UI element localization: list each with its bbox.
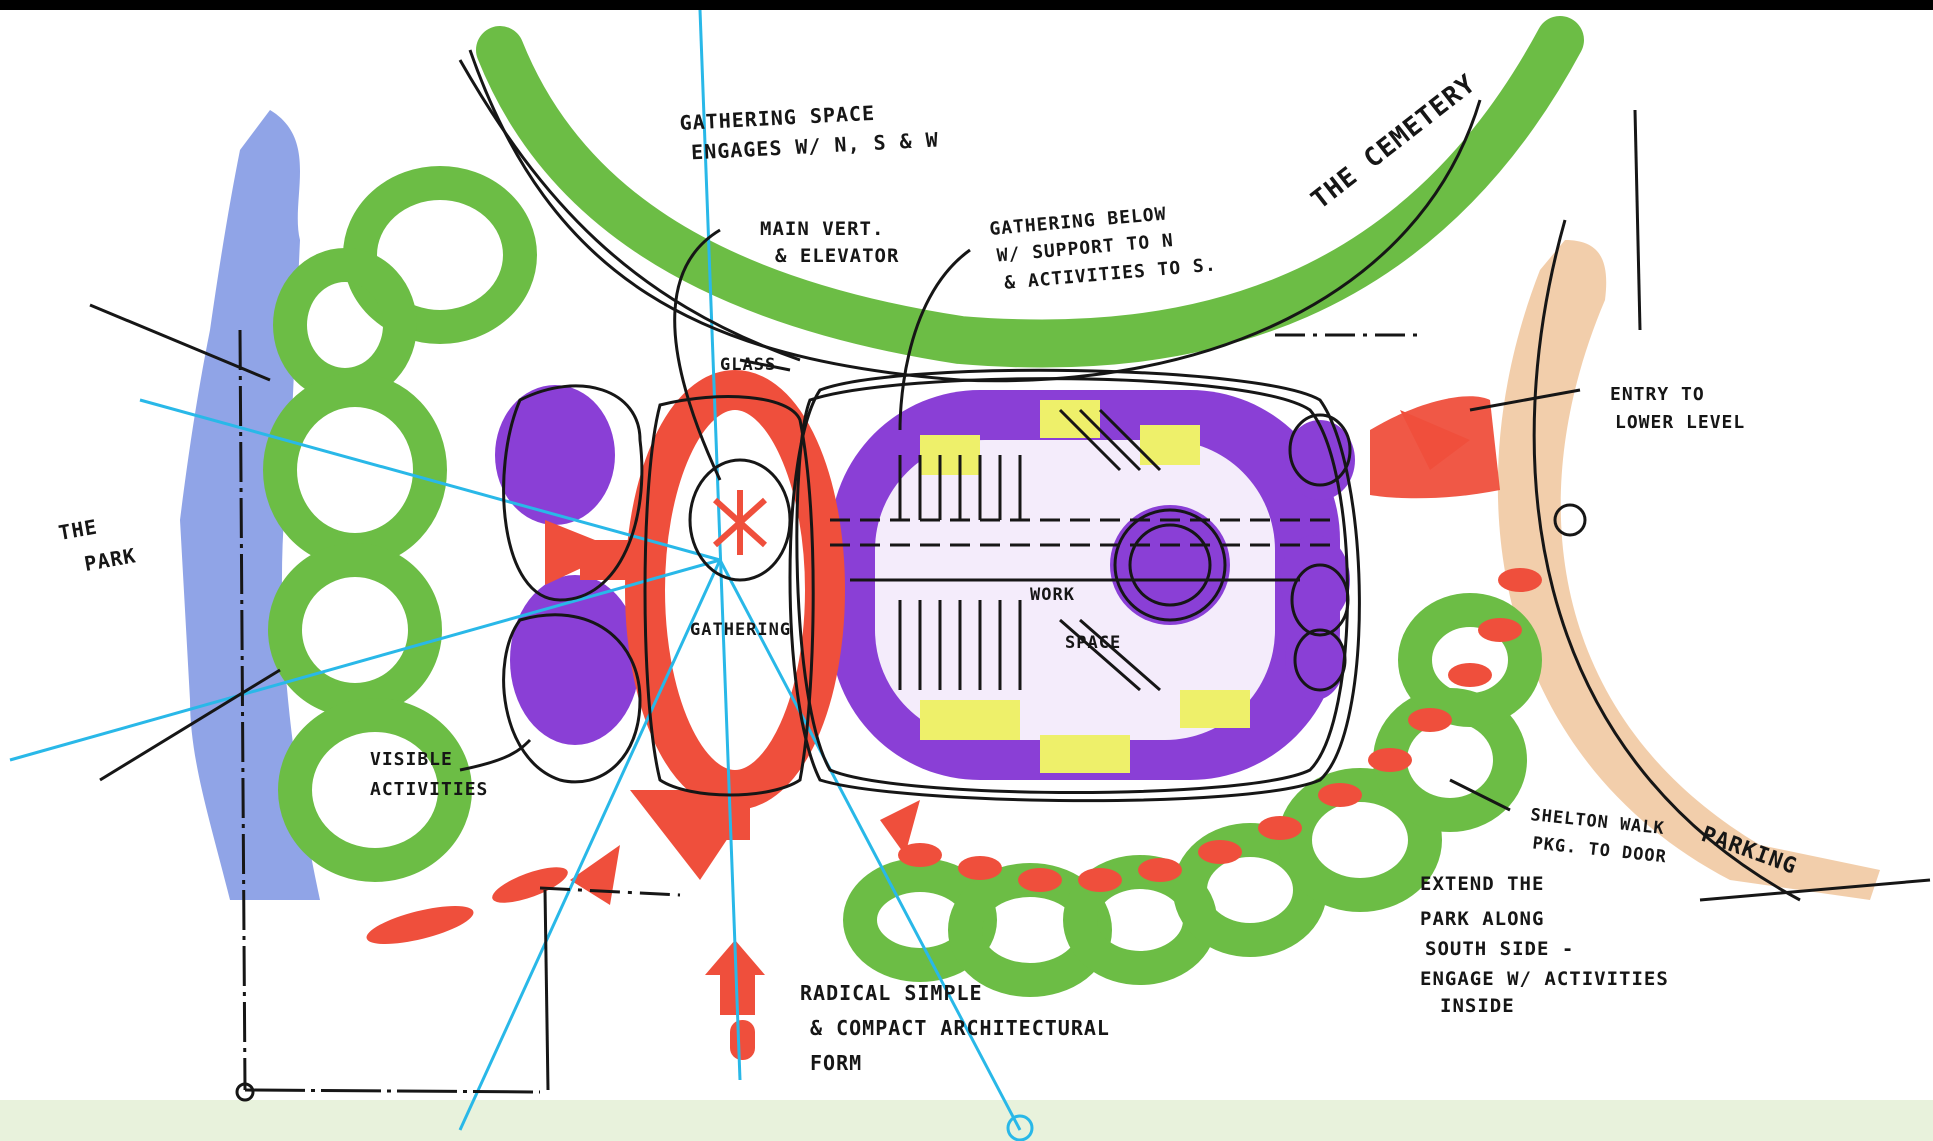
label-extend-park: EXTEND THE PARK ALONG SOUTH SIDE - ENGAG… <box>1420 873 1681 1017</box>
cemetery-green-arc <box>500 40 1560 344</box>
bottom-wash <box>0 1100 1933 1141</box>
label-main-vert: MAIN VERT. & ELEVATOR <box>760 218 899 267</box>
label-radical-simple: RADICAL SIMPLE & COMPACT ARCHITECTURAL F… <box>800 981 1123 1075</box>
label-entry: ENTRY TO LOWER LEVEL <box>1610 384 1745 433</box>
label-the-park: THE PARK <box>57 509 138 580</box>
label-glass: GLASS <box>720 355 776 375</box>
label-gathering-below: GATHERING BELOW W/ SUPPORT TO N & ACTIVI… <box>989 200 1218 295</box>
label-gathering-space: GATHERING SPACE ENGAGES W/ N, S & W <box>679 98 939 165</box>
main-vert-star <box>715 490 765 555</box>
label-gathering: GATHERING <box>690 620 791 640</box>
purple-core <box>1110 505 1230 625</box>
parking-tan-arc <box>1498 240 1880 900</box>
